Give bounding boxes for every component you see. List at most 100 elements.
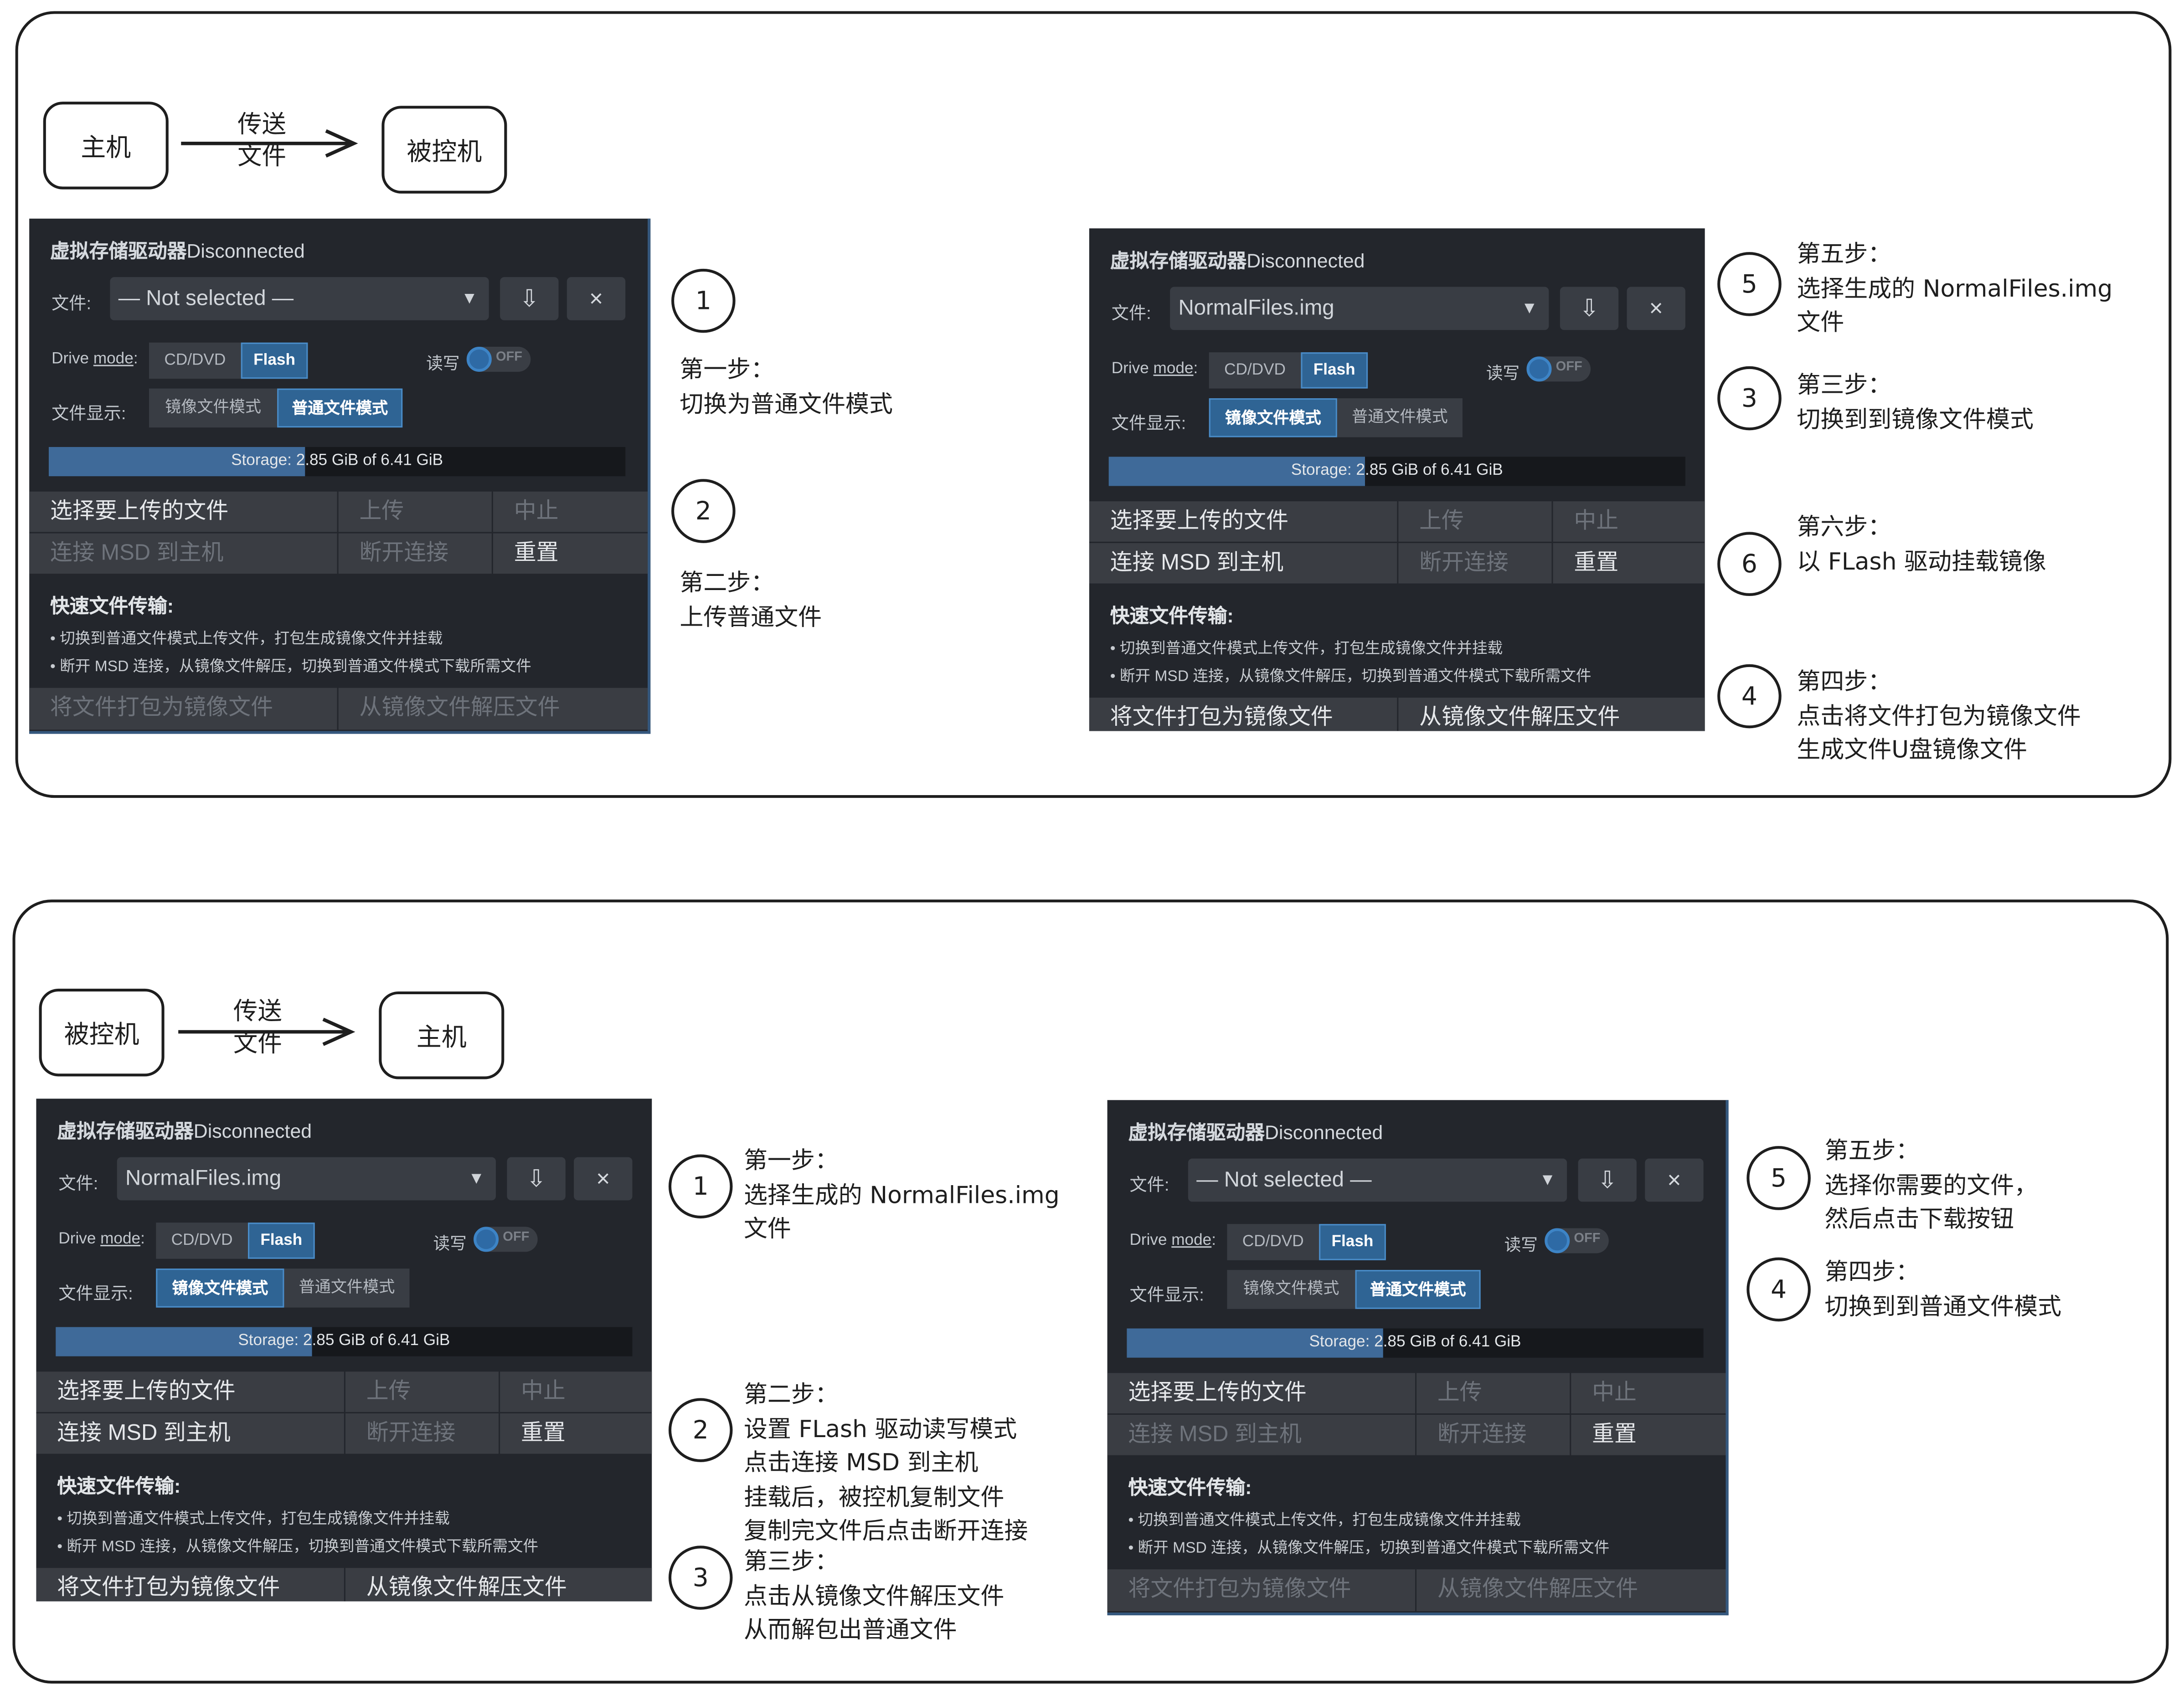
file-select[interactable]: — Not selected —▼ — [110, 277, 489, 320]
quick-transfer-title: 快速文件传输: — [50, 594, 174, 617]
file-select[interactable]: NormalFiles.img▼ — [1170, 287, 1549, 330]
mode-flash-button[interactable]: Flash — [241, 342, 308, 379]
close-button[interactable]: × — [1645, 1158, 1704, 1202]
file-label: 文件: — [58, 1174, 98, 1194]
mode-cd-button[interactable]: CD/DVD — [156, 1222, 248, 1259]
rw-label: 读写 — [1504, 1235, 1538, 1255]
mode-normal-button[interactable]: 普通文件模式 — [277, 388, 403, 428]
connect-msd-button[interactable]: 连接 MSD 到主机 — [36, 1413, 344, 1454]
mode-image-button[interactable]: 镜像文件模式 — [1209, 398, 1337, 437]
upload-button[interactable]: 上传 — [1417, 1373, 1570, 1413]
msd-panel-a: 虚拟存储驱动器Disconnected 文件: — Not selected —… — [29, 218, 651, 734]
download-icon: ⇩ — [519, 284, 540, 312]
step-note: 第三步：切换到到镜像文件模式 — [1797, 371, 2034, 434]
pack-image-button[interactable]: 将文件打包为镜像文件 — [29, 688, 337, 730]
file-select[interactable]: — Not selected —▼ — [1188, 1158, 1567, 1202]
step-note: 第六步：以 FLash 驱动挂载镜像 — [1797, 514, 2046, 576]
reset-button[interactable]: 重置 — [1553, 543, 1705, 584]
toggle-off-label: OFF — [503, 1229, 530, 1245]
mode-image-button[interactable]: 镜像文件模式 — [1227, 1270, 1355, 1309]
storage-fill — [48, 447, 305, 477]
quick-transfer-line: • 切换到普通文件模式上传文件，打包生成镜像文件并挂载 — [1128, 1512, 1521, 1529]
storage-text: Storage: 2.85 GiB of 6.41 GiB — [1309, 1334, 1521, 1351]
download-button[interactable]: ⇩ — [1578, 1158, 1637, 1202]
disconnect-button[interactable]: 断开连接 — [345, 1413, 499, 1454]
step-circle: 3 — [1717, 366, 1782, 431]
pack-image-button[interactable]: 将文件打包为镜像文件 — [36, 1568, 344, 1602]
disconnect-button[interactable]: 断开连接 — [1417, 1414, 1570, 1455]
abort-button[interactable]: 中止 — [1553, 501, 1705, 542]
abort-button[interactable]: 中止 — [1571, 1373, 1726, 1413]
reset-button[interactable]: 重置 — [500, 1413, 652, 1454]
msd-panel-b: 虚拟存储驱动器Disconnected 文件: NormalFiles.img▼… — [1089, 228, 1705, 731]
pack-image-button[interactable]: 将文件打包为镜像文件 — [1089, 698, 1397, 731]
upload-button[interactable]: 上传 — [338, 491, 492, 532]
upload-button[interactable]: 上传 — [345, 1371, 499, 1412]
quick-transfer-title: 快速文件传输: — [1110, 604, 1234, 627]
close-button[interactable]: × — [567, 277, 626, 320]
download-button[interactable]: ⇩ — [1560, 287, 1619, 330]
abort-button[interactable]: 中止 — [493, 491, 648, 532]
chevron-down-icon: ▼ — [461, 288, 478, 308]
connect-msd-button[interactable]: 连接 MSD 到主机 — [1107, 1414, 1415, 1455]
storage-bar: Storage: 2.85 GiB of 6.41 GiB — [48, 447, 626, 477]
mode-normal-button[interactable]: 普通文件模式 — [284, 1269, 410, 1308]
mode-image-button[interactable]: 镜像文件模式 — [149, 388, 278, 428]
reset-button[interactable]: 重置 — [1571, 1414, 1726, 1455]
mode-cd-button[interactable]: CD/DVD — [1227, 1224, 1319, 1260]
close-icon: × — [1667, 1166, 1681, 1193]
download-icon: ⇩ — [526, 1165, 546, 1192]
mode-cd-button[interactable]: CD/DVD — [1209, 352, 1301, 389]
unpack-image-button[interactable]: 从镜像文件解压文件 — [1398, 698, 1705, 731]
download-button[interactable]: ⇩ — [500, 277, 559, 320]
select-upload-button[interactable]: 选择要上传的文件 — [1107, 1373, 1415, 1413]
rw-toggle[interactable]: OFF — [466, 346, 531, 372]
quick-transfer-title: 快速文件传输: — [57, 1474, 181, 1497]
mode-normal-button[interactable]: 普通文件模式 — [1337, 398, 1463, 437]
step-note: 第二步：设置 FLash 驱动读写模式点击连接 MSD 到主机挂载后，被控机复制… — [743, 1381, 1028, 1546]
unpack-image-button[interactable]: 从镜像文件解压文件 — [1417, 1569, 1726, 1611]
display-mode-label: 文件显示: — [1111, 413, 1186, 433]
section-2-frame — [12, 899, 2169, 1684]
mode-normal-button[interactable]: 普通文件模式 — [1355, 1270, 1481, 1309]
rw-toggle[interactable]: OFF — [474, 1227, 538, 1252]
mode-flash-button[interactable]: Flash — [1301, 352, 1368, 389]
flow-arrow — [181, 129, 358, 158]
storage-text: Storage: 2.85 GiB of 6.41 GiB — [231, 452, 443, 469]
action-grid: 选择要上传的文件 上传 中止 连接 MSD 到主机 断开连接 重置 — [1089, 501, 1705, 585]
pack-image-button[interactable]: 将文件打包为镜像文件 — [1107, 1569, 1415, 1611]
mode-image-button[interactable]: 镜像文件模式 — [156, 1269, 284, 1308]
unpack-image-button[interactable]: 从镜像文件解压文件 — [338, 688, 648, 730]
msd-panel-d: 虚拟存储驱动器Disconnected 文件: — Not selected —… — [1107, 1100, 1729, 1616]
close-icon: × — [596, 1165, 610, 1192]
connect-msd-button[interactable]: 连接 MSD 到主机 — [1089, 543, 1397, 584]
connect-msd-button[interactable]: 连接 MSD 到主机 — [29, 533, 337, 574]
rw-toggle[interactable]: OFF — [1545, 1228, 1609, 1253]
file-select[interactable]: NormalFiles.img▼ — [117, 1157, 496, 1201]
select-upload-button[interactable]: 选择要上传的文件 — [1089, 501, 1397, 542]
download-button[interactable]: ⇩ — [507, 1157, 566, 1201]
close-button[interactable]: × — [574, 1157, 633, 1201]
abort-button[interactable]: 中止 — [500, 1371, 652, 1412]
rw-toggle[interactable]: OFF — [1526, 356, 1591, 382]
disconnect-button[interactable]: 断开连接 — [1398, 543, 1552, 584]
quick-transfer-line: • 切换到普通文件模式上传文件，打包生成镜像文件并挂载 — [1110, 640, 1503, 657]
toggle-knob — [1526, 356, 1552, 382]
file-label: 文件: — [1129, 1175, 1169, 1195]
quick-transfer-line: • 切换到普通文件模式上传文件，打包生成镜像文件并挂载 — [50, 631, 443, 648]
mode-flash-button[interactable]: Flash — [1319, 1224, 1386, 1260]
unpack-image-button[interactable]: 从镜像文件解压文件 — [345, 1568, 652, 1602]
chevron-down-icon: ▼ — [1539, 1170, 1556, 1189]
mode-flash-button[interactable]: Flash — [247, 1222, 315, 1259]
section-1-frame — [15, 11, 2172, 798]
select-upload-button[interactable]: 选择要上传的文件 — [29, 491, 337, 532]
step-circle: 3 — [668, 1546, 733, 1610]
disconnect-button[interactable]: 断开连接 — [338, 533, 492, 574]
reset-button[interactable]: 重置 — [493, 533, 648, 574]
select-upload-button[interactable]: 选择要上传的文件 — [36, 1371, 344, 1412]
mode-cd-button[interactable]: CD/DVD — [149, 342, 241, 379]
upload-button[interactable]: 上传 — [1398, 501, 1552, 542]
close-button[interactable]: × — [1627, 287, 1685, 330]
